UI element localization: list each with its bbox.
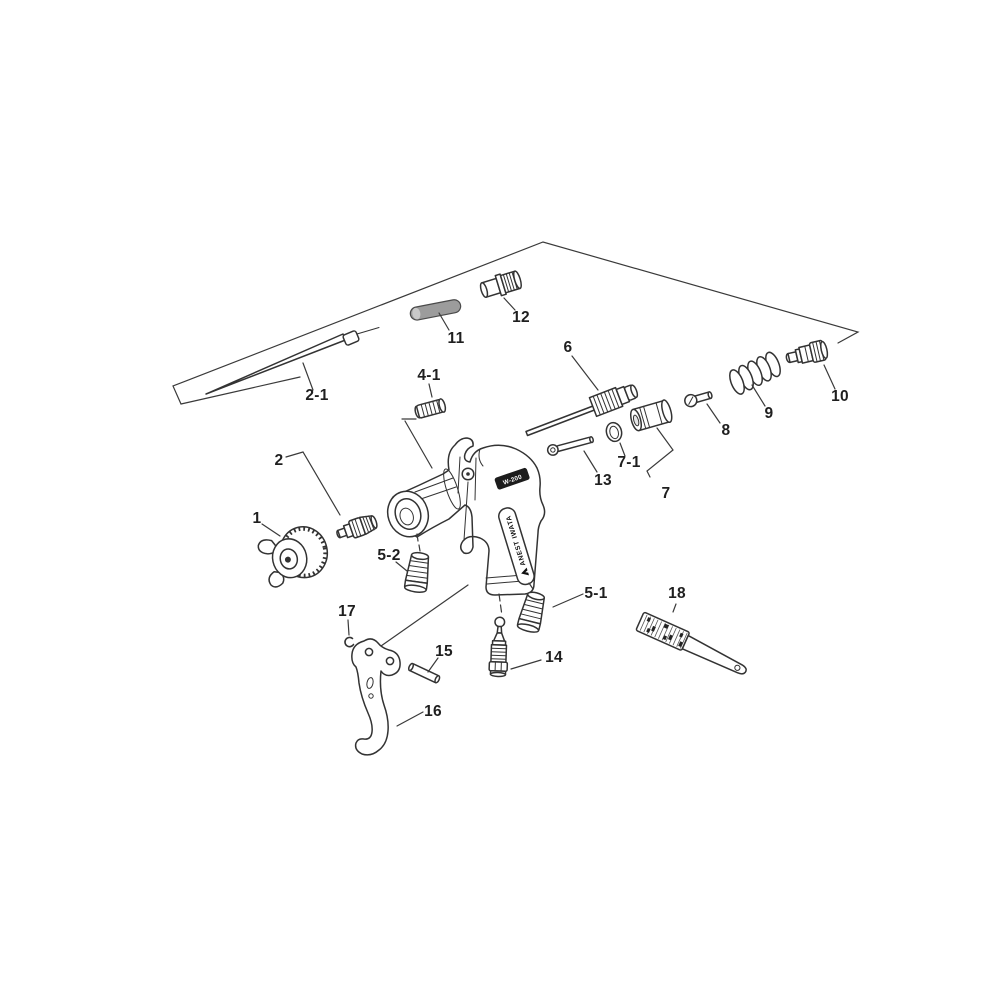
part-14-air-valve: [488, 616, 509, 678]
part-7-valve-set: [629, 399, 673, 432]
leader-6: [571, 355, 599, 391]
leader-7-1: [619, 442, 626, 457]
callout-1-label: 1: [253, 510, 262, 527]
boundary-chevron-line: [172, 241, 860, 405]
leader-8: [706, 403, 721, 424]
brand-logo-icon: [521, 567, 530, 576]
trigger-assembly-line: [380, 584, 469, 647]
callout-18-label: 18: [668, 585, 686, 602]
part-13-pin: [546, 436, 594, 456]
part-2-1-fluid-needle: [205, 327, 380, 395]
part-6-adjust-rod: [525, 384, 639, 437]
gun-body: W-200 ANEST IWATA: [386, 437, 546, 596]
callout-4-1-label: 4-1: [417, 367, 440, 384]
callout-5-2-label: 5-2: [377, 547, 400, 564]
callout-13-label: 13: [594, 472, 612, 489]
part-11-spring: [409, 299, 462, 321]
leader-2: [285, 451, 341, 516]
part-1-air-cap: [257, 526, 329, 588]
leader-18: [672, 603, 677, 613]
part-12-joint: [479, 270, 522, 298]
callout-7-label: 7: [662, 485, 671, 502]
callout-16-label: 16: [424, 703, 442, 720]
assembly-dashes: [416, 533, 534, 613]
leader-1: [261, 523, 281, 537]
leader-5-1: [552, 593, 584, 608]
callout-2-1-label: 2-1: [305, 387, 328, 404]
callout-8-label: 8: [722, 422, 731, 439]
callout-9-label: 9: [765, 405, 774, 422]
callout-11-label: 11: [448, 330, 465, 347]
part-15-pin: [407, 662, 441, 684]
part-7-1-packing: [605, 421, 623, 443]
callout-15-label: 15: [435, 643, 453, 660]
leader-4-1: [428, 383, 433, 398]
part-2-fluid-nozzle: [336, 515, 378, 539]
part-8-screw: [684, 391, 713, 408]
part-17-clip: [344, 636, 355, 648]
part-18-cleaning-brush: [635, 611, 747, 675]
part-5-1-bushing: [516, 591, 546, 633]
part-4-1-assembly-line: [404, 420, 433, 469]
part-4-1-valve-seat: [414, 398, 447, 419]
leader-lines: [261, 297, 836, 727]
part-10-nipple: [785, 339, 829, 364]
callout-5-1-label: 5-1: [584, 585, 607, 602]
callout-labels: 1 2 2-1 4-1 5-1 5-2 6 7 7-1 8 9 10 11 12…: [253, 309, 849, 720]
barrel-bore: [386, 490, 430, 538]
callout-2-label: 2: [275, 452, 284, 469]
part-16-trigger: [351, 638, 401, 756]
callout-7-1-label: 7-1: [617, 454, 640, 471]
leader-7: [646, 427, 674, 478]
leader-17: [347, 619, 350, 636]
leader-16: [396, 711, 424, 727]
part-5-2-bushing: [403, 551, 430, 593]
leader-12: [503, 297, 516, 311]
leader-15: [427, 657, 439, 673]
leader-11: [438, 312, 450, 331]
callout-14-label: 14: [545, 649, 563, 666]
leader-5-2: [395, 561, 408, 572]
part-9-spring: [729, 351, 781, 395]
callout-17-label: 17: [338, 603, 356, 620]
leader-13: [583, 450, 598, 473]
leader-9: [751, 384, 766, 407]
callout-10-label: 10: [831, 388, 849, 405]
leader-14: [510, 659, 542, 670]
callout-12-label: 12: [512, 309, 530, 326]
leader-2-1: [302, 362, 314, 391]
callout-6-label: 6: [564, 339, 573, 356]
leader-10: [823, 364, 836, 390]
